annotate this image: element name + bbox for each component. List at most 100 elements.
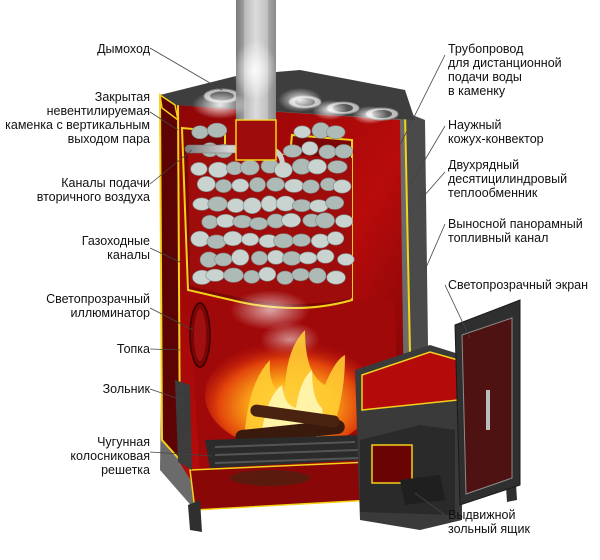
stone: [241, 232, 260, 247]
label-gas-channels: Газоходные каналы: [82, 234, 150, 262]
stone: [298, 251, 318, 265]
stone: [315, 212, 335, 229]
stone: [292, 199, 312, 212]
stone: [208, 161, 229, 178]
firewood-logs: [235, 404, 345, 445]
stone: [326, 270, 346, 285]
stone: [231, 249, 250, 266]
label-line: десятицилиндровый: [448, 172, 568, 186]
stone: [284, 178, 304, 193]
stone: [190, 162, 208, 176]
stone: [291, 268, 310, 282]
label-smoke-pipe: Дымоход: [97, 42, 150, 56]
stone: [191, 125, 209, 140]
stone: [281, 213, 301, 228]
stone: [205, 268, 225, 282]
label-line: Топка: [116, 342, 150, 356]
label-line: каналы: [107, 248, 150, 262]
stone: [223, 231, 243, 247]
label-fuel-channel: Выносной панорамный топливный канал: [448, 217, 583, 245]
label-line: Двухрядный: [448, 158, 520, 172]
label-line: Чугунная: [97, 435, 150, 449]
label-line: подачи воды: [448, 70, 522, 84]
stone: [308, 267, 327, 284]
label-line: каменка с вертикальным: [5, 118, 150, 132]
label-line: Газоходные: [81, 234, 150, 248]
stone: [334, 144, 353, 159]
stone: [207, 196, 228, 212]
stone: [327, 160, 348, 174]
stone: [214, 252, 233, 267]
stone: [206, 234, 227, 249]
label-line: теплообменник: [448, 186, 538, 200]
stone: [232, 214, 253, 229]
stone: [249, 177, 266, 193]
stone: [266, 177, 285, 192]
label-line: Каналы подачи: [61, 176, 150, 190]
stone: [283, 144, 303, 158]
label-heat-exchanger: Двухрядный десятицилиндровый теплообменн…: [448, 158, 567, 200]
label-line: иллюминатор: [70, 306, 150, 320]
label-ash-pit: Зольник: [103, 382, 150, 396]
stone: [196, 176, 216, 193]
label-firebox: Топка: [117, 342, 150, 356]
label-line: Светопрозрачный: [46, 292, 150, 306]
stone: [242, 197, 262, 214]
label-line: Закрытая: [94, 90, 150, 104]
stone: [276, 270, 294, 285]
label-line: вторичного воздуха: [36, 190, 150, 204]
stone: [310, 233, 330, 249]
label-line: кожух-конвектор: [448, 132, 544, 146]
stone: [260, 195, 278, 213]
label-line: решетка: [101, 463, 150, 477]
label-line: выходом пара: [67, 132, 150, 146]
ash-pit-area: [175, 380, 373, 511]
label-line: зольный ящик: [448, 522, 530, 536]
label-line: невентилируемая: [46, 104, 150, 118]
stone: [326, 125, 346, 140]
stone: [215, 179, 232, 193]
label-line: Дымоход: [97, 42, 150, 56]
label-line: топливный канал: [448, 231, 549, 245]
stone: [240, 159, 260, 176]
fire: [205, 330, 375, 450]
stone: [291, 233, 311, 247]
label-outer-casing: Наужный кожух-конвектор: [448, 118, 544, 146]
stone: [282, 251, 302, 266]
illuminator-window: [189, 302, 211, 368]
stone: [332, 179, 352, 194]
stone: [215, 214, 236, 228]
stone: [201, 214, 219, 230]
stone: [226, 161, 243, 176]
label-ash-drawer: Выдвижной зольный ящик: [448, 508, 530, 536]
stone: [337, 253, 355, 266]
stone: [301, 141, 319, 156]
grate-bars: [205, 435, 365, 468]
label-line: Наужный: [448, 118, 502, 132]
stone: [231, 178, 250, 193]
label-line: в каменку: [448, 84, 506, 98]
stone: [249, 217, 269, 231]
stone: [325, 195, 345, 210]
stone: [190, 230, 210, 247]
stone: [318, 144, 337, 159]
stone: [302, 179, 320, 194]
stone: [309, 199, 329, 213]
label-line: Светопрозрачный экран: [448, 278, 589, 292]
stone: [206, 122, 228, 138]
glass-door: [454, 299, 521, 506]
stone: [275, 195, 296, 212]
heater-stones: [190, 122, 355, 285]
label-secondary-air: Каналы подачи вторичного воздуха: [37, 176, 150, 204]
stone: [335, 214, 354, 228]
label-water-pipe: Трубопровод для дистанционной подачи вод…: [448, 42, 562, 98]
label-line: Выносной панорамный: [448, 217, 583, 231]
leader-lines: [149, 47, 471, 516]
stone: [267, 249, 285, 265]
stone: [251, 250, 268, 266]
label-illuminator: Светопрозрачный иллюминатор: [46, 292, 150, 320]
stone: [223, 267, 244, 283]
stone: [226, 198, 245, 213]
